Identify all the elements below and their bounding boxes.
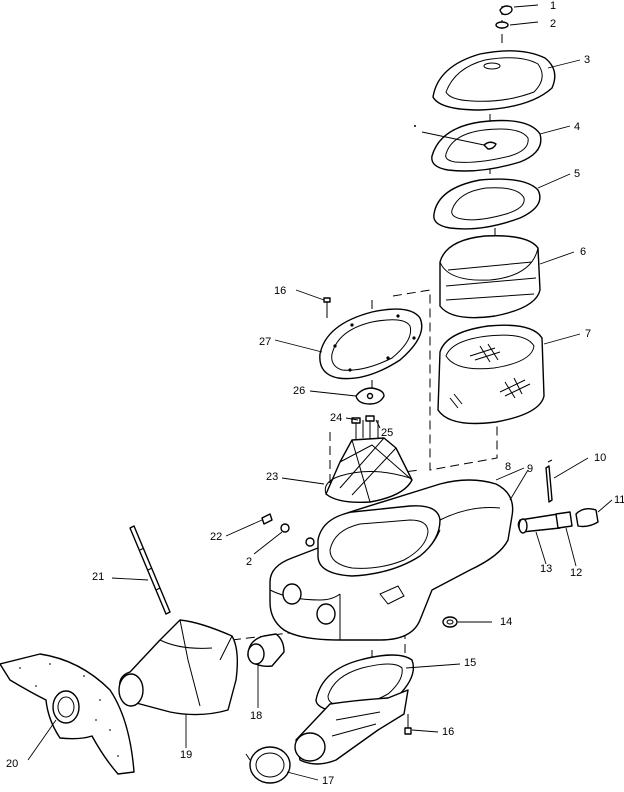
heat-shield-part-20 <box>0 653 135 775</box>
callout-13: 13 <box>540 563 552 575</box>
base-gasket-part-27 <box>319 308 423 380</box>
clamp-part-12 <box>555 511 573 529</box>
coupler-part-18 <box>247 633 285 667</box>
callout-23: 23 <box>266 471 278 483</box>
intake-boot-part-19 <box>118 619 239 716</box>
grommet-part-14 <box>442 616 458 628</box>
prefilter-part-6 <box>439 235 541 319</box>
callout-14: 14 <box>500 616 512 628</box>
elbow-part-11 <box>575 507 599 528</box>
callout-6: 6 <box>580 246 586 258</box>
callout-2-lower: 2 <box>246 556 252 568</box>
lower-duct <box>294 689 409 765</box>
knob-part-1 <box>499 5 513 16</box>
gasket-part-4 <box>414 119 542 172</box>
callout-26: 26 <box>293 385 305 397</box>
bolt-part-16-lower <box>404 714 412 735</box>
washer-part-2 <box>495 21 509 29</box>
callout-19: 19 <box>180 749 192 761</box>
callout-16-lower: 16 <box>442 726 454 738</box>
filter-element-part-7 <box>437 324 545 425</box>
callout-22: 22 <box>210 531 222 543</box>
airbox-part-9 <box>269 479 514 641</box>
callout-7: 7 <box>585 328 591 340</box>
callout-4: 4 <box>574 121 580 133</box>
callout-25: 25 <box>381 427 393 439</box>
callout-27: 27 <box>259 336 271 348</box>
plate-part-26 <box>355 387 385 405</box>
leader-lines <box>27 4 613 781</box>
callout-18: 18 <box>250 710 262 722</box>
callout-21: 21 <box>92 571 104 583</box>
rod-part-21 <box>129 525 171 615</box>
callout-16-upper: 16 <box>274 285 286 297</box>
washer-part-2-lower <box>280 523 290 533</box>
callout-3: 3 <box>584 54 590 66</box>
callout-24: 24 <box>330 412 342 424</box>
callout-10: 10 <box>594 452 606 464</box>
callout-5: 5 <box>574 168 580 180</box>
callout-labels: 1 2 3 4 5 6 7 8 9 10 11 12 13 14 15 16 1… <box>6 0 624 787</box>
cap-part-17 <box>245 746 291 784</box>
callout-2-top: 2 <box>550 18 556 30</box>
frame-part-23 <box>324 415 413 504</box>
cover-part-3 <box>432 50 556 111</box>
callout-12: 12 <box>570 567 582 579</box>
callout-17: 17 <box>322 775 334 787</box>
callout-20: 20 <box>6 758 18 770</box>
filter-ring-part-5 <box>433 178 541 230</box>
strap-part-10 <box>545 459 553 503</box>
callout-11: 11 <box>614 494 624 506</box>
callout-15: 15 <box>464 657 476 669</box>
bolt-part-16-upper <box>323 297 331 318</box>
callout-1: 1 <box>550 0 556 12</box>
callout-9: 9 <box>527 463 533 475</box>
callout-8: 8 <box>505 461 511 473</box>
screw-part-22 <box>261 513 273 525</box>
hose-part-13 <box>517 513 561 534</box>
